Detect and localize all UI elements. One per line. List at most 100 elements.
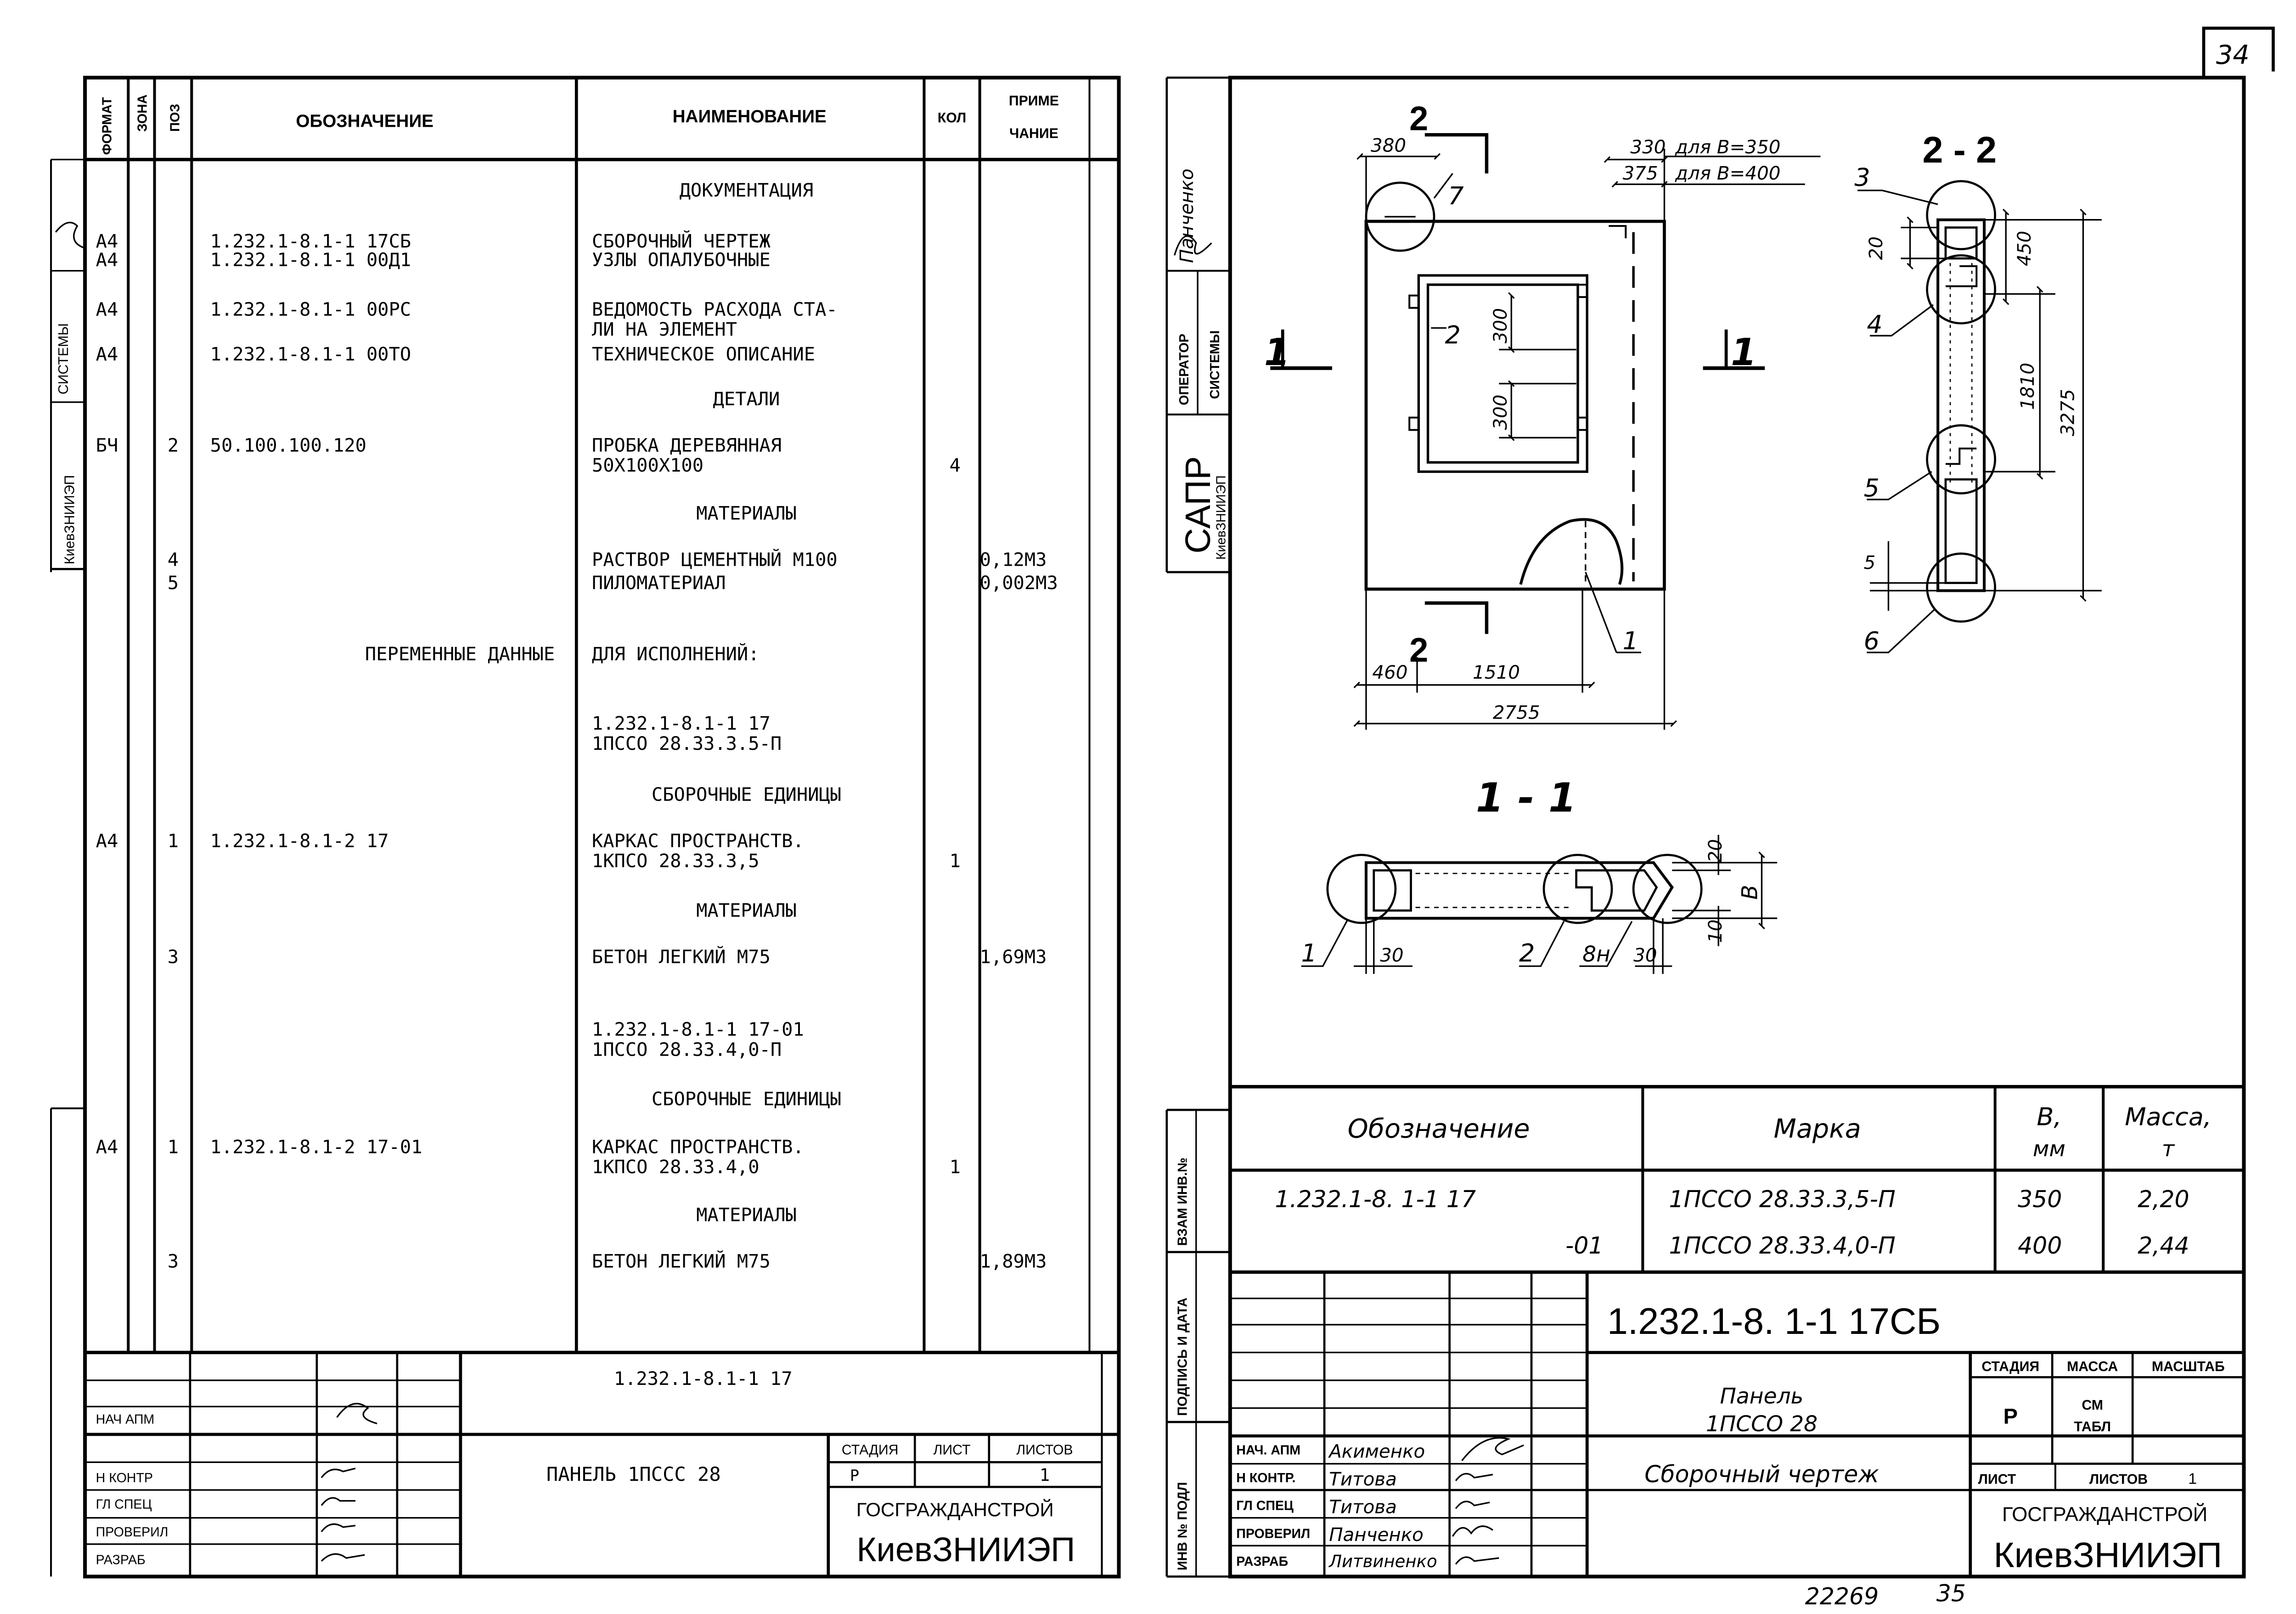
side-label-org: КиевЗНИИЭП [62, 475, 78, 565]
row-designation: 1.232.1-8.1-2 17-01 [210, 1136, 422, 1158]
mark-header-b-unit: мм [2033, 1136, 2065, 1162]
row-name: ДОКУМЕНТАЦИЯ [680, 180, 814, 201]
row-name: 1ПССО 28.33.4,0-П [592, 1039, 782, 1060]
right-person-2: Титова [1329, 1496, 1397, 1518]
row-qty: 4 [950, 455, 961, 476]
side-system: СИСТЕМЫ [1208, 331, 1222, 399]
row-format: БЧ [96, 434, 118, 456]
right-role-2: ГЛ СПЕЦ [1236, 1499, 1294, 1513]
dim-330: 330 [1630, 136, 1666, 158]
mark-row-2-designation: -01 [1565, 1232, 1603, 1259]
side-sapr: САПР [1178, 456, 1218, 553]
side-org: КиевЗНИИЭП [1214, 475, 1229, 560]
right-stage-value: Р [2003, 1404, 2018, 1428]
right-side-strip: Панченко ОПЕРАТОР СИСТЕМЫ САПР КиевЗНИИЭ… [1176, 169, 1229, 1570]
header-designation: ОБОЗНАЧЕНИЕ [296, 112, 433, 131]
row-name: ВЕДОМОСТЬ РАСХОДА СТА- [592, 298, 838, 320]
row-pos: 1 [168, 1136, 179, 1158]
left-role-1: Н КОНТР [96, 1471, 153, 1485]
row-pos: 1 [168, 830, 179, 852]
side-name: Панченко [1176, 169, 1198, 263]
dim-b: В [1737, 885, 1762, 900]
header-note-2: ЧАНИЕ [1009, 126, 1058, 141]
section-1-1-title: 1 - 1 [1476, 775, 1576, 821]
left-stamp-code: 1.232.1-8.1-1 17 [614, 1368, 793, 1389]
left-role-3: ПРОВЕРИЛ [96, 1525, 169, 1540]
left-stamp: 1.232.1-8.1-1 17 ПАНЕЛЬ 1ПССС 28 НАЧ АПМ… [96, 1368, 1075, 1569]
row-name: ЛИ НА ЭЛЕМЕНТ [592, 319, 737, 340]
mark-row-1-mass: 2,20 [2138, 1186, 2189, 1213]
callout-6: 6 [1864, 626, 1880, 655]
row-name: 50Х100Х100 [592, 455, 703, 476]
row-name: 1ПССО 28.33.3.5-П [592, 733, 782, 754]
side-operator: ОПЕРАТОР [1177, 334, 1192, 405]
left-stamp-title: ПАНЕЛЬ 1ПССС 28 [546, 1463, 721, 1485]
row-format: А4 [96, 249, 118, 271]
left-role-0: НАЧ АПМ [96, 1412, 155, 1427]
row-name: БЕТОН ЛЕГКИЙ М75 [592, 1250, 771, 1272]
right-stamp-code: 1.232.1-8. 1-1 17СБ [1607, 1301, 1941, 1342]
dim-5: 5 [1864, 552, 1876, 574]
left-sheets-header: ЛИСТОВ [1016, 1443, 1073, 1458]
mark-row-2-b: 400 [2018, 1232, 2062, 1259]
dim-380: 380 [1371, 135, 1406, 157]
row-name: БЕТОН ЛЕГКИЙ М75 [592, 945, 771, 967]
dim-300-a: 300 [1490, 308, 1511, 343]
header-zone: ЗОНА [135, 95, 150, 132]
left-stage-header: СТАДИЯ [842, 1443, 899, 1458]
row-pos: 3 [168, 1250, 179, 1272]
row-name: РАСТВОР ЦЕМЕНТНЫЙ М100 [592, 549, 838, 571]
dim-300-b: 300 [1490, 394, 1511, 430]
page-number: 34 [2216, 40, 2250, 70]
row-note: 0,12М3 [980, 549, 1047, 571]
row-note: 1,69М3 [980, 946, 1047, 967]
dim-2755: 2755 [1493, 702, 1540, 724]
left-role-2: ГЛ СПЕЦ [96, 1497, 152, 1512]
callout-7: 7 [1448, 181, 1463, 210]
dim-30-right: 30 [1633, 945, 1657, 966]
front-view-labels: 2 2 1 1 380 330 для В=350 375 для В=400 … [1264, 99, 1781, 723]
row-qty: 1 [950, 850, 961, 872]
row-name: СБОРОЧНЫЕ ЕДИНИЦЫ [652, 1088, 841, 1110]
note-330: для В=350 [1675, 136, 1780, 158]
left-sheets-value: 1 [1040, 1465, 1050, 1485]
mark-header-mass: Масса, [2125, 1102, 2212, 1131]
mark-row-2-mass: 2,44 [2138, 1232, 2189, 1259]
right-stamp: 1.232.1-8. 1-1 17СБ Панель 1ПССО 28 Сбор… [1236, 1301, 2224, 1575]
dim-20-section-1: 20 [1705, 839, 1726, 862]
callout-5: 5 [1864, 473, 1880, 502]
row-format: А4 [96, 830, 118, 852]
right-stamp-title-1: Панель [1720, 1384, 1804, 1409]
left-org-1: ГОСГРАЖДАНСТРОЙ [856, 1498, 1054, 1520]
row-name: МАТЕРИАЛЫ [696, 1204, 797, 1226]
row-designation: 1.232.1-8.1-1 00ТО [210, 343, 411, 365]
dim-3275: 3275 [2057, 389, 2078, 436]
row-pos: 4 [168, 549, 179, 571]
right-sheets-header: ЛИСТОВ [2089, 1472, 2148, 1487]
dim-1810: 1810 [2017, 363, 2038, 410]
mark-row-1-b: 350 [2018, 1186, 2062, 1213]
side-field-3: ИНВ № ПОДЛ [1176, 1482, 1190, 1570]
right-person-4: Литвиненко [1328, 1552, 1437, 1571]
side-field-1: ВЗАМ ИНВ.№ [1176, 1158, 1190, 1246]
dim-1510: 1510 [1473, 662, 1520, 683]
row-name: СБОРОЧНЫЕ ЕДИНИЦЫ [652, 784, 841, 805]
archive-number-2: 35 [1936, 1580, 1966, 1607]
section-2-2-title: 2 - 2 [1922, 129, 1997, 171]
row-format: А4 [96, 1136, 118, 1158]
right-org-1: ГОСГРАЖДАНСТРОЙ [2002, 1502, 2207, 1525]
right-org-2: КиевЗНИИЭП [1994, 1535, 2223, 1575]
right-role-3: ПРОВЕРИЛ [1236, 1526, 1310, 1541]
row-note: 1,89М3 [980, 1250, 1047, 1272]
right-person-0: Акименко [1328, 1440, 1425, 1462]
row-name: 1КПСО 28.33.3,5 [592, 850, 760, 872]
right-role-0: НАЧ. АПМ [1236, 1443, 1300, 1458]
section-1-left: 1 [1264, 331, 1290, 374]
row-name: ПРОБКА ДЕРЕВЯННАЯ [592, 434, 782, 456]
row-name: КАРКАС ПРОСТРАНСТВ. [592, 1136, 804, 1158]
section-2-top: 2 [1409, 99, 1428, 137]
mark-header-b: В, [2037, 1102, 2061, 1131]
header-qty: КОЛ [938, 111, 967, 126]
right-mass-header: МАССА [2067, 1359, 2118, 1374]
row-designation: 1.232.1-8.1-1 00Д1 [210, 249, 411, 271]
